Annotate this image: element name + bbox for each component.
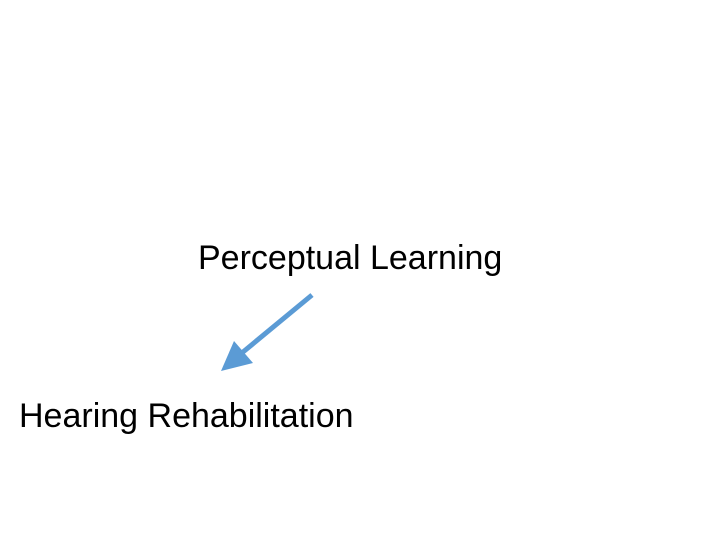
node-hearing-rehabilitation: Hearing Rehabilitation <box>19 397 354 435</box>
node-perceptual-learning: Perceptual Learning <box>198 239 503 277</box>
arrow-shaft <box>241 293 314 354</box>
arrow-head <box>221 341 253 371</box>
